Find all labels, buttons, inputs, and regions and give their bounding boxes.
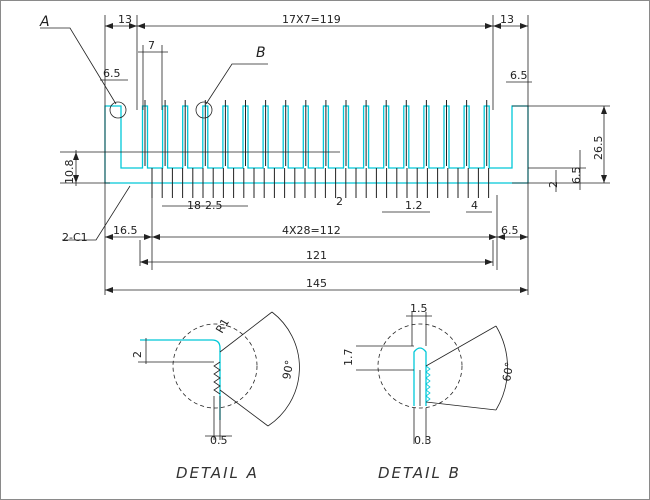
dim-overall-height: 26.5 [592,136,605,161]
pin-marks [151,168,490,198]
dim-fin-pitch: 7 [148,39,155,52]
dim-base-thickness: 2 [547,181,560,188]
dim-pin-4: 4 [471,199,478,212]
detail-a-2: 2 [131,351,144,358]
detail-b-15: 1.5 [410,302,428,315]
fin-center-lines [144,100,488,166]
dim-chamfer: 2-C1 [62,231,88,244]
dim-145: 145 [306,277,327,290]
heatsink-profile [104,105,529,184]
dim-base-height: 10.8 [63,160,76,185]
detail-a-05: 0.5 [210,434,228,447]
detail-b: 1.5 1.7 60° 0.3 DETAIL B [342,302,516,482]
dim-bottom-left: 16.5 [113,224,138,237]
dim-top-right: 13 [500,13,514,26]
detail-a-90: 90° [280,359,296,380]
dim-right-65: 6.5 [570,167,583,185]
dim-pins: 18-2.5 [187,199,222,212]
detail-a-caption: DETAIL A [176,464,259,482]
arrowheads [73,23,607,293]
detail-b-60: 60° [500,361,516,382]
dim-121: 121 [306,249,327,262]
dim-mid-2: 2 [336,195,343,208]
label-b: B [256,45,266,61]
dim-top-left: 13 [118,13,132,26]
detail-b-03: 0.3 [414,434,432,447]
detail-a-r1: R1 [213,316,232,335]
dim-top-mid: 17X7=119 [282,13,341,26]
dim-bottom-right: 6.5 [501,224,519,237]
label-a: A [39,14,50,30]
profile-outline [104,105,529,184]
dim-left-small: 6.5 [103,67,121,80]
detail-a: 2 R1 90° 0.5 DETAIL A [131,311,300,482]
dim-bottom-mid: 4X28=112 [282,224,341,237]
dimension-lines [40,15,610,295]
detail-b-17: 1.7 [342,349,355,367]
detail-b-caption: DETAIL B [378,464,461,482]
dim-right-small: 6.5 [510,69,528,82]
dim-pin-12: 1.2 [405,199,423,212]
